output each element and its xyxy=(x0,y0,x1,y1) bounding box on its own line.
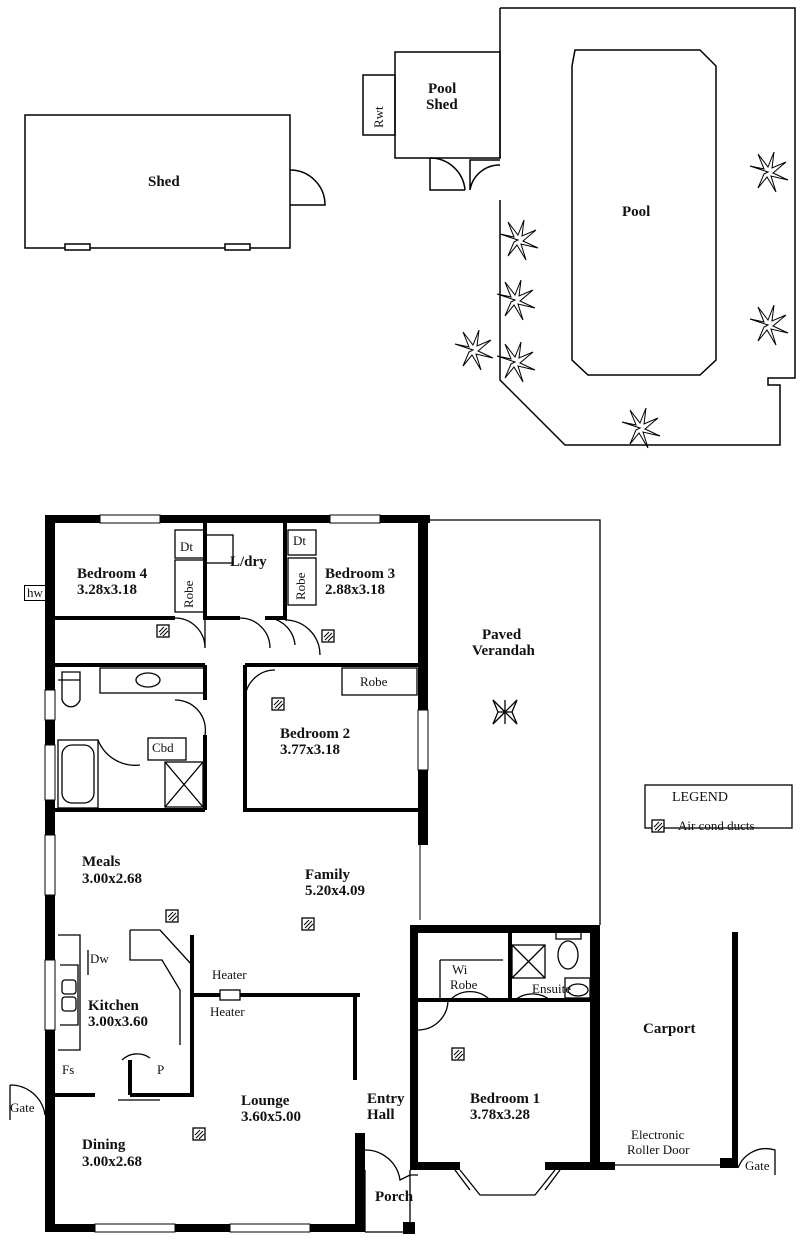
bedroom3-name: Bedroom 3 xyxy=(325,566,396,582)
kitchen-size: 3.00x3.60 xyxy=(88,1014,148,1030)
walk-in-robe-label-2: Robe xyxy=(450,977,478,992)
pool-shed-label-1: Pool xyxy=(428,81,457,97)
rwt-label: Rwt xyxy=(371,106,386,128)
porch-label: Porch xyxy=(375,1189,414,1205)
legend-item-label: Air cond ducts xyxy=(678,818,755,833)
interior-walls xyxy=(55,523,598,1137)
rwt-box xyxy=(362,74,396,136)
dishwasher-label: Dw xyxy=(90,951,109,966)
verandah-label-2: Verandah xyxy=(472,643,535,659)
shed-outline xyxy=(24,114,326,251)
entry-label-1: Entry xyxy=(367,1091,405,1107)
gate-label: Gate xyxy=(745,1158,770,1173)
walk-in-robe-label-1: Wi xyxy=(452,962,468,977)
bedroom2-size: 3.77x3.18 xyxy=(280,742,340,758)
ensuite-label: Ensuite xyxy=(532,981,571,996)
ceiling-fan-icon xyxy=(492,699,518,725)
windows xyxy=(44,514,429,1233)
dining-size: 3.00x2.68 xyxy=(82,1154,142,1170)
bedroom4-name: Bedroom 4 xyxy=(77,566,148,582)
heater-label: Heater xyxy=(210,1004,245,1019)
robe-label: Robe xyxy=(181,580,196,608)
shed-label: Shed xyxy=(148,174,180,190)
entry-label-2: Hall xyxy=(367,1107,395,1123)
laundry-name: L/dry xyxy=(230,554,267,570)
garden-plants xyxy=(454,151,789,449)
lounge-size: 3.60x5.00 xyxy=(241,1109,301,1125)
carport-label: Carport xyxy=(643,1021,696,1037)
robe-label: Robe xyxy=(360,674,388,689)
roller-door-label-2: Roller Door xyxy=(627,1142,690,1157)
bedroom1-size: 3.78x3.28 xyxy=(470,1107,530,1123)
pool-shed-label-2: Shed xyxy=(426,97,458,113)
family-name: Family xyxy=(305,867,350,883)
roller-door-label-1: Electronic xyxy=(631,1127,685,1142)
heater-label: Heater xyxy=(212,967,247,982)
fixtures-lines xyxy=(9,519,793,1233)
legend-title: LEGEND xyxy=(672,790,728,805)
bedroom3-size: 2.88x3.18 xyxy=(325,582,385,598)
pool-shape xyxy=(571,49,717,376)
fridge-space-label: Fs xyxy=(62,1062,75,1077)
gate-label: Gate xyxy=(10,1100,35,1115)
pantry-label: P xyxy=(157,1062,165,1077)
dt-label: Dt xyxy=(180,539,193,554)
meals-name: Meals xyxy=(82,854,121,870)
lounge-name: Lounge xyxy=(241,1093,290,1109)
pool-area-outline xyxy=(362,7,796,446)
kitchen-name: Kitchen xyxy=(88,998,139,1014)
dining-name: Dining xyxy=(82,1137,126,1153)
meals-size: 3.00x2.68 xyxy=(82,871,142,887)
robe-label: Robe xyxy=(293,572,308,600)
verandah-label-1: Paved xyxy=(482,627,522,643)
hot-water-label: hw xyxy=(24,585,46,601)
family-size: 5.20x4.09 xyxy=(305,883,365,899)
bedroom2-name: Bedroom 2 xyxy=(280,726,351,742)
dt-label: Dt xyxy=(293,533,306,548)
cupboard-label: Cbd xyxy=(152,740,174,755)
bedroom1-name: Bedroom 1 xyxy=(470,1091,541,1107)
pool-label: Pool xyxy=(622,204,651,220)
bedroom4-size: 3.28x3.18 xyxy=(77,582,137,598)
